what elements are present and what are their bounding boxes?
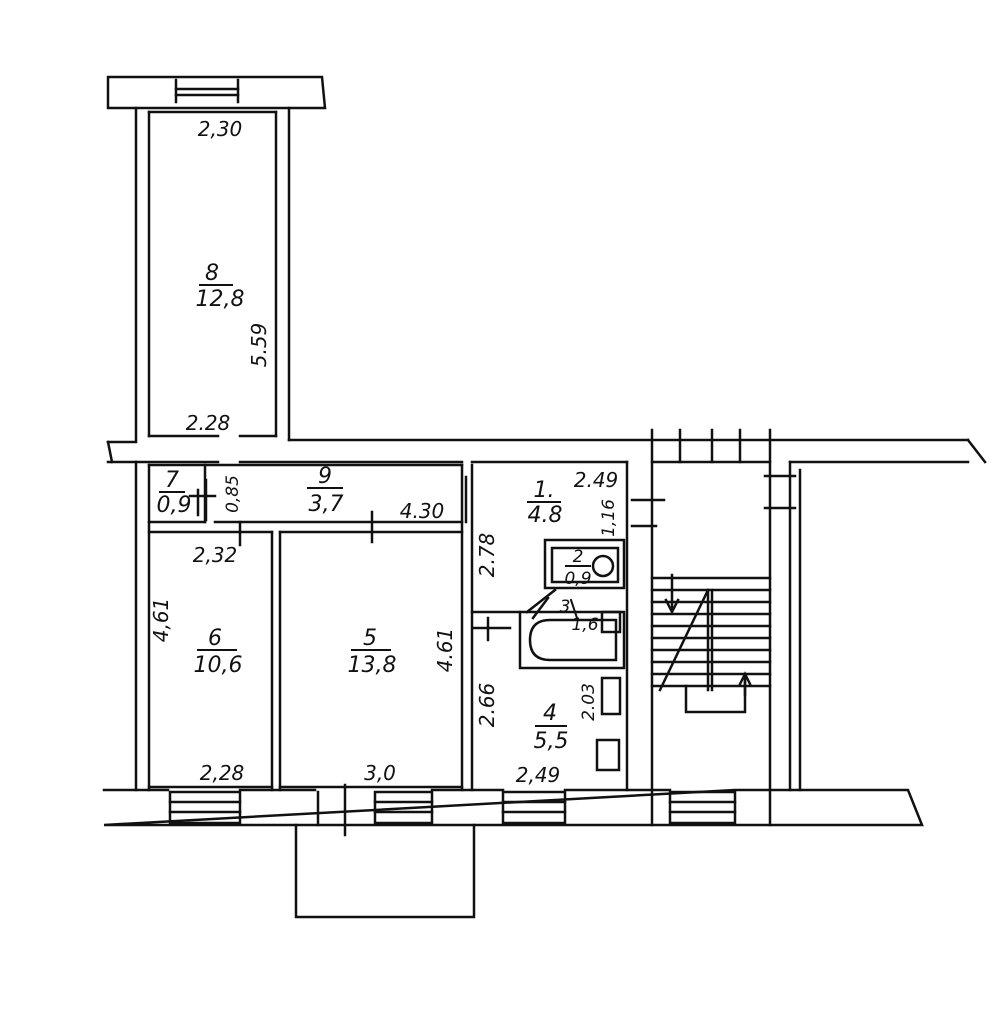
dim-room-1-side: 1,16 (599, 499, 619, 537)
room-3-fraction-bar (569, 598, 579, 620)
room-2-number: 2 (573, 547, 584, 567)
room-4-area: 5,5 (534, 729, 569, 754)
windows (168, 783, 737, 837)
room-8-number: 8 (205, 261, 219, 286)
dim-room-5-bottom: 3,0 (364, 761, 396, 785)
room-7-area: 0,9 (157, 493, 192, 518)
dim-room-4-bottom: 2,49 (516, 763, 561, 787)
dim-room-4-side: 2.03 (579, 683, 599, 721)
dim-room-6-bottom: 2,28 (200, 761, 245, 785)
dim-wet-block-upper: 2.78 (475, 533, 499, 578)
rooms-5-6-walls (147, 475, 468, 792)
wet-rooms-walls (470, 460, 666, 792)
room-8-area: 12,8 (196, 287, 245, 312)
room-1-area: 4.8 (528, 503, 563, 528)
dim-room-8-side: 5.59 (247, 323, 271, 368)
dim-room-6-top: 2,32 (193, 543, 238, 567)
room-7-number: 7 (165, 468, 179, 493)
dim-room-6-side: 4,61 (149, 598, 173, 643)
room-4-number: 4 (543, 701, 557, 726)
room-labels: 8 12,8 7 0,9 9 3,7 6 10,6 5 13,8 1. 4.8 … (157, 261, 599, 754)
wing-room-8-walls (106, 75, 327, 442)
room-9-area: 3,7 (309, 492, 344, 517)
room-5-area: 13,8 (348, 653, 397, 678)
dim-room-7: 0,85 (223, 475, 243, 513)
room-2-area: 0,9 (564, 569, 591, 589)
room-6-area: 10,6 (194, 653, 243, 678)
room-9-number: 9 (318, 464, 332, 489)
staircase (650, 428, 802, 827)
room-5-number: 5 (363, 626, 377, 651)
room-3-area: 1,6 (571, 615, 598, 635)
dim-corridor-length: 4.30 (400, 499, 445, 523)
dim-wet-block-lower: 2.66 (475, 683, 499, 728)
dim-room-8-bottom: 2.28 (186, 411, 231, 435)
dim-room-1-top: 2.49 (574, 468, 619, 492)
dimension-labels: 2,30 5.59 2.28 0,85 4.30 2,32 4,61 2,28 … (149, 117, 619, 787)
dim-room-5-side: 4.61 (433, 628, 457, 673)
dim-room-8-top: 2,30 (198, 117, 243, 141)
room-1-number: 1. (534, 478, 555, 503)
main-walls (102, 438, 987, 827)
balcony (294, 823, 476, 919)
room-3-number: 3 (560, 597, 571, 617)
room-6-number: 6 (208, 626, 222, 651)
